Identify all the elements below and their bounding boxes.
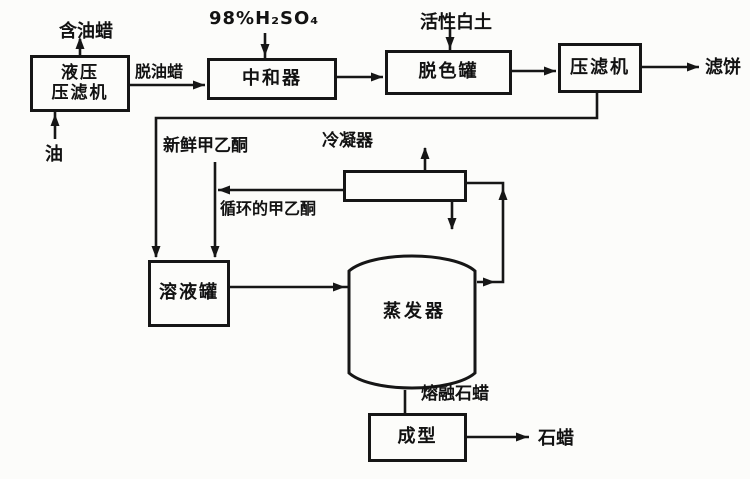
stream-label-recycled-mek: 循环的甲乙酮	[220, 199, 317, 218]
node-molding: 成型	[368, 413, 467, 462]
arrow-oily-wax-up	[75, 37, 85, 49]
arrow-condenser-drain-down	[447, 218, 457, 230]
node-neutralizer: 中和器	[207, 58, 337, 100]
arrow-clay-down	[445, 37, 455, 49]
node-condenser	[343, 170, 467, 202]
condenser-label: 冷凝器	[322, 131, 373, 151]
hydraulic-press-filter-label-line2: 压滤机	[51, 82, 109, 103]
arrow-mek-into-tank	[210, 246, 220, 258]
edge-filtrate-recycle	[154, 93, 599, 257]
solution-tank-label: 溶液罐	[159, 282, 219, 304]
arrow-recycle-into-tank	[151, 246, 161, 258]
stream-label-deoiled-wax: 脱油蜡	[135, 62, 184, 81]
press-filter-label: 压滤机	[570, 56, 630, 78]
stream-label-molten-paraffin: 熔融石蜡	[421, 384, 489, 404]
stream-label-fresh-mek: 新鲜甲乙酮	[163, 136, 248, 156]
node-decolorizer: 脱色罐	[385, 50, 512, 95]
stream-label-filter-cake: 滤饼	[705, 57, 741, 78]
node-solution-tank: 溶液罐	[148, 260, 230, 327]
arrow-recycled-mek-left	[218, 185, 230, 195]
decolorizer-label: 脱色罐	[418, 61, 479, 83]
evaporator-shape	[347, 254, 477, 390]
arrow-vapor-riser-up	[498, 188, 508, 200]
node-press-filter: 压滤机	[558, 43, 642, 93]
arrow-tank-evap-right	[333, 282, 345, 292]
stream-label-sulfuric-acid: 98%H₂SO₄	[209, 8, 320, 29]
hydraulic-press-filter-label-line1: 液压	[61, 62, 99, 83]
evaporator-label: 蒸发器	[383, 301, 446, 322]
arrow-paraffin-right	[516, 432, 528, 442]
arrow-decol-press-right	[544, 66, 556, 76]
arrow-deoiled-right	[193, 80, 205, 90]
molding-label: 成型	[397, 426, 438, 448]
stream-label-activated-clay: 活性白土	[420, 12, 492, 33]
arrow-evap-out-right	[483, 277, 495, 287]
stream-label-paraffin: 石蜡	[538, 428, 574, 449]
node-hydraulic-press-filter: 液压 压滤机	[30, 55, 130, 112]
arrowheads	[50, 37, 699, 442]
arrow-condenser-vent-up	[420, 147, 430, 159]
arrow-oil	[50, 114, 60, 126]
arrow-filter-cake-right	[687, 62, 699, 72]
stream-label-oily-wax: 含油蜡	[59, 21, 113, 42]
arrow-neut-decol-right	[371, 72, 383, 82]
neutralizer-label: 中和器	[242, 67, 302, 89]
stream-label-oil: 油	[45, 144, 63, 165]
edge-evaporator-vapor	[467, 181, 505, 284]
arrow-h2so4-down	[260, 44, 270, 56]
